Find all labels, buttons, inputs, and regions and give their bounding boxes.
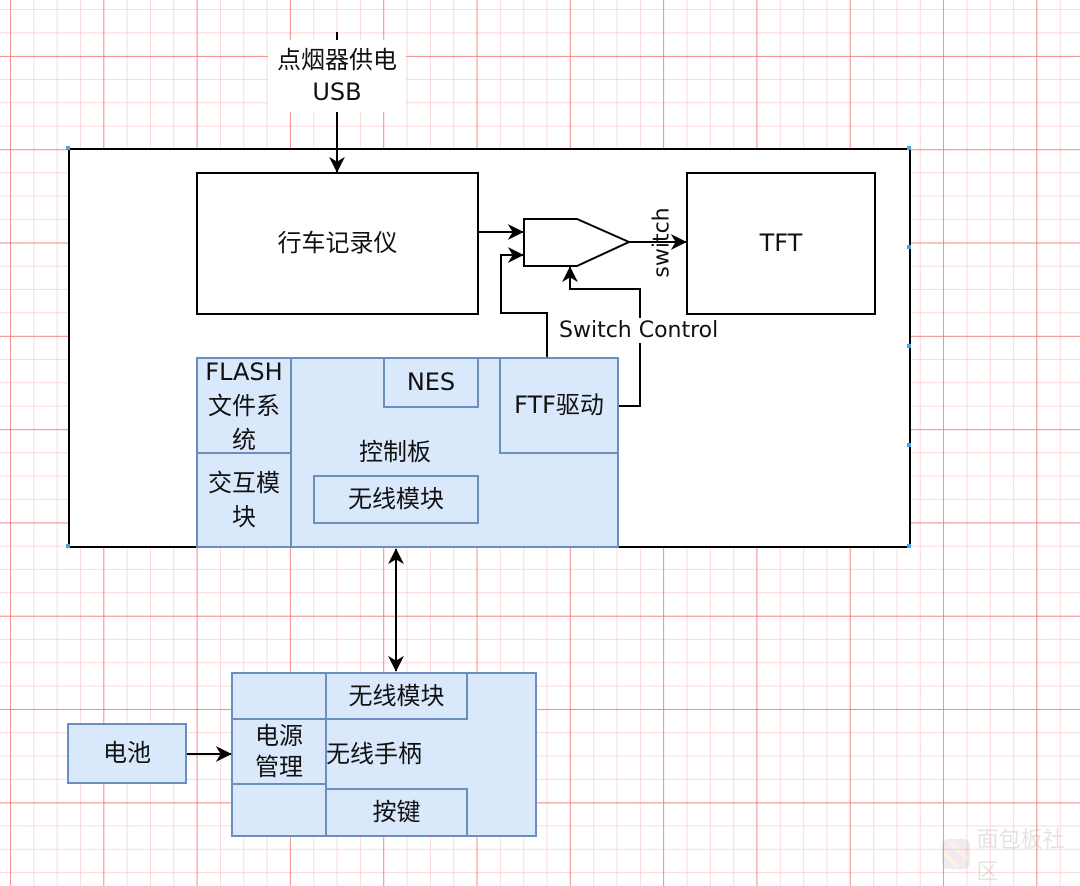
connection-point (907, 544, 911, 548)
control-board-label: 控制板 (290, 434, 500, 470)
board-wireless-block[interactable]: 无线模块 (313, 475, 479, 524)
gamepad-left-bottom-cell (231, 782, 327, 837)
watermark-logo-icon (942, 839, 971, 869)
power-input-label: 点烟器供电 USB (268, 40, 406, 112)
connection-point (907, 146, 911, 150)
gamepad-title-text: 无线手柄 (326, 739, 422, 768)
dashcam-label: 行车记录仪 (277, 229, 398, 257)
gamepad-wireless-label: 无线模块 (348, 681, 445, 710)
nes-block[interactable]: NES (383, 357, 479, 408)
battery-block[interactable]: 电池 (67, 723, 187, 784)
power-input-line2: USB (312, 78, 362, 106)
switch-label: switch (649, 206, 675, 278)
tft-label: TFT (759, 229, 803, 257)
power-mgmt-line: 电源 (255, 721, 303, 750)
control-board-title: 控制板 (359, 437, 431, 466)
connection-point (66, 146, 70, 150)
battery-label: 电池 (103, 739, 151, 767)
power-management-block[interactable]: 电源 管理 (231, 718, 327, 785)
watermark-text: 面包板社区 (976, 828, 1065, 885)
connection-point (66, 544, 70, 548)
nes-label: NES (406, 368, 456, 396)
keys-label: 按键 (372, 798, 421, 826)
flash-fs-line: 文件系 (208, 391, 280, 420)
gamepad-wireless-block[interactable]: 无线模块 (325, 672, 468, 720)
dashcam-block[interactable]: 行车记录仪 (196, 172, 479, 315)
interaction-line: 块 (232, 503, 256, 531)
tft-block[interactable]: TFT (686, 172, 876, 315)
ftf-driver-block[interactable]: FTF驱动 (499, 357, 619, 454)
flash-fs-block[interactable]: FLASH 文件系 统 (196, 357, 292, 454)
interaction-line: 交互模 (208, 469, 280, 497)
power-mgmt-line: 管理 (255, 752, 303, 781)
connection-point (907, 344, 911, 348)
board-wireless-label: 无线模块 (348, 485, 444, 513)
connection-point (907, 245, 911, 249)
watermark: 面包板社区 (942, 822, 1080, 886)
power-input-line1: 点烟器供电 (277, 46, 397, 74)
gamepad-title: 无线手柄 (326, 736, 446, 772)
switch-control-label-wrap: Switch Control (557, 318, 721, 343)
interaction-module-block[interactable]: 交互模 块 (196, 452, 292, 548)
keys-block[interactable]: 按键 (325, 788, 468, 837)
switch-control-label: Switch Control (557, 318, 721, 343)
ftf-driver-label: FTF驱动 (514, 391, 604, 419)
gamepad-left-top-cell (231, 672, 327, 720)
switch-label-wrap: switch (622, 207, 702, 277)
flash-fs-line: FLASH (205, 357, 283, 386)
connection-point (907, 443, 911, 447)
flash-fs-line: 统 (232, 425, 256, 454)
